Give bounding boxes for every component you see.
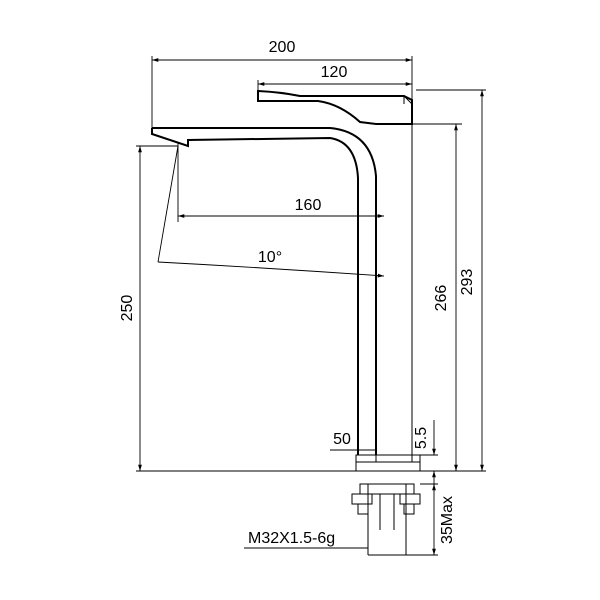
- dim-body-height: 266: [412, 123, 462, 472]
- dim-lever-length-label: 120: [321, 64, 348, 81]
- dim-spout-height-label: 250: [119, 295, 136, 322]
- thread-label: M32X1.5-6g: [248, 530, 335, 547]
- faucet-base: [355, 454, 421, 472]
- spout-outline: [152, 127, 377, 455]
- dim-angle-label: 10°: [258, 249, 282, 266]
- dim-max-thickness-label: 35Max: [439, 496, 456, 544]
- dim-reach: 160: [177, 142, 384, 222]
- lever-handle: [257, 89, 413, 125]
- dim-max-thickness: 35Max: [406, 483, 456, 556]
- faucet-outline: [151, 89, 413, 455]
- dim-lever-length: 120: [257, 64, 412, 91]
- dim-angle: 10°: [157, 145, 385, 278]
- dim-total-width-label: 200: [269, 39, 296, 56]
- thread-callout: M32X1.5-6g: [244, 530, 368, 549]
- dim-reach-label: 160: [295, 197, 322, 214]
- dim-total-height-label: 293: [459, 269, 476, 296]
- mounting-hardware: [351, 483, 421, 556]
- dim-base-diameter: 50: [330, 431, 377, 455]
- spout-tip: [151, 128, 359, 455]
- dim-base-diameter-label: 50: [333, 431, 351, 448]
- dim-total-height: 293: [416, 89, 486, 472]
- dim-body-height-label: 266: [433, 285, 450, 312]
- dim-base-thickness-label: 5.5: [413, 427, 430, 449]
- dim-spout-height: 250: [119, 145, 356, 472]
- dim-total-width: 200: [151, 39, 413, 128]
- lever-pivot: [403, 95, 413, 105]
